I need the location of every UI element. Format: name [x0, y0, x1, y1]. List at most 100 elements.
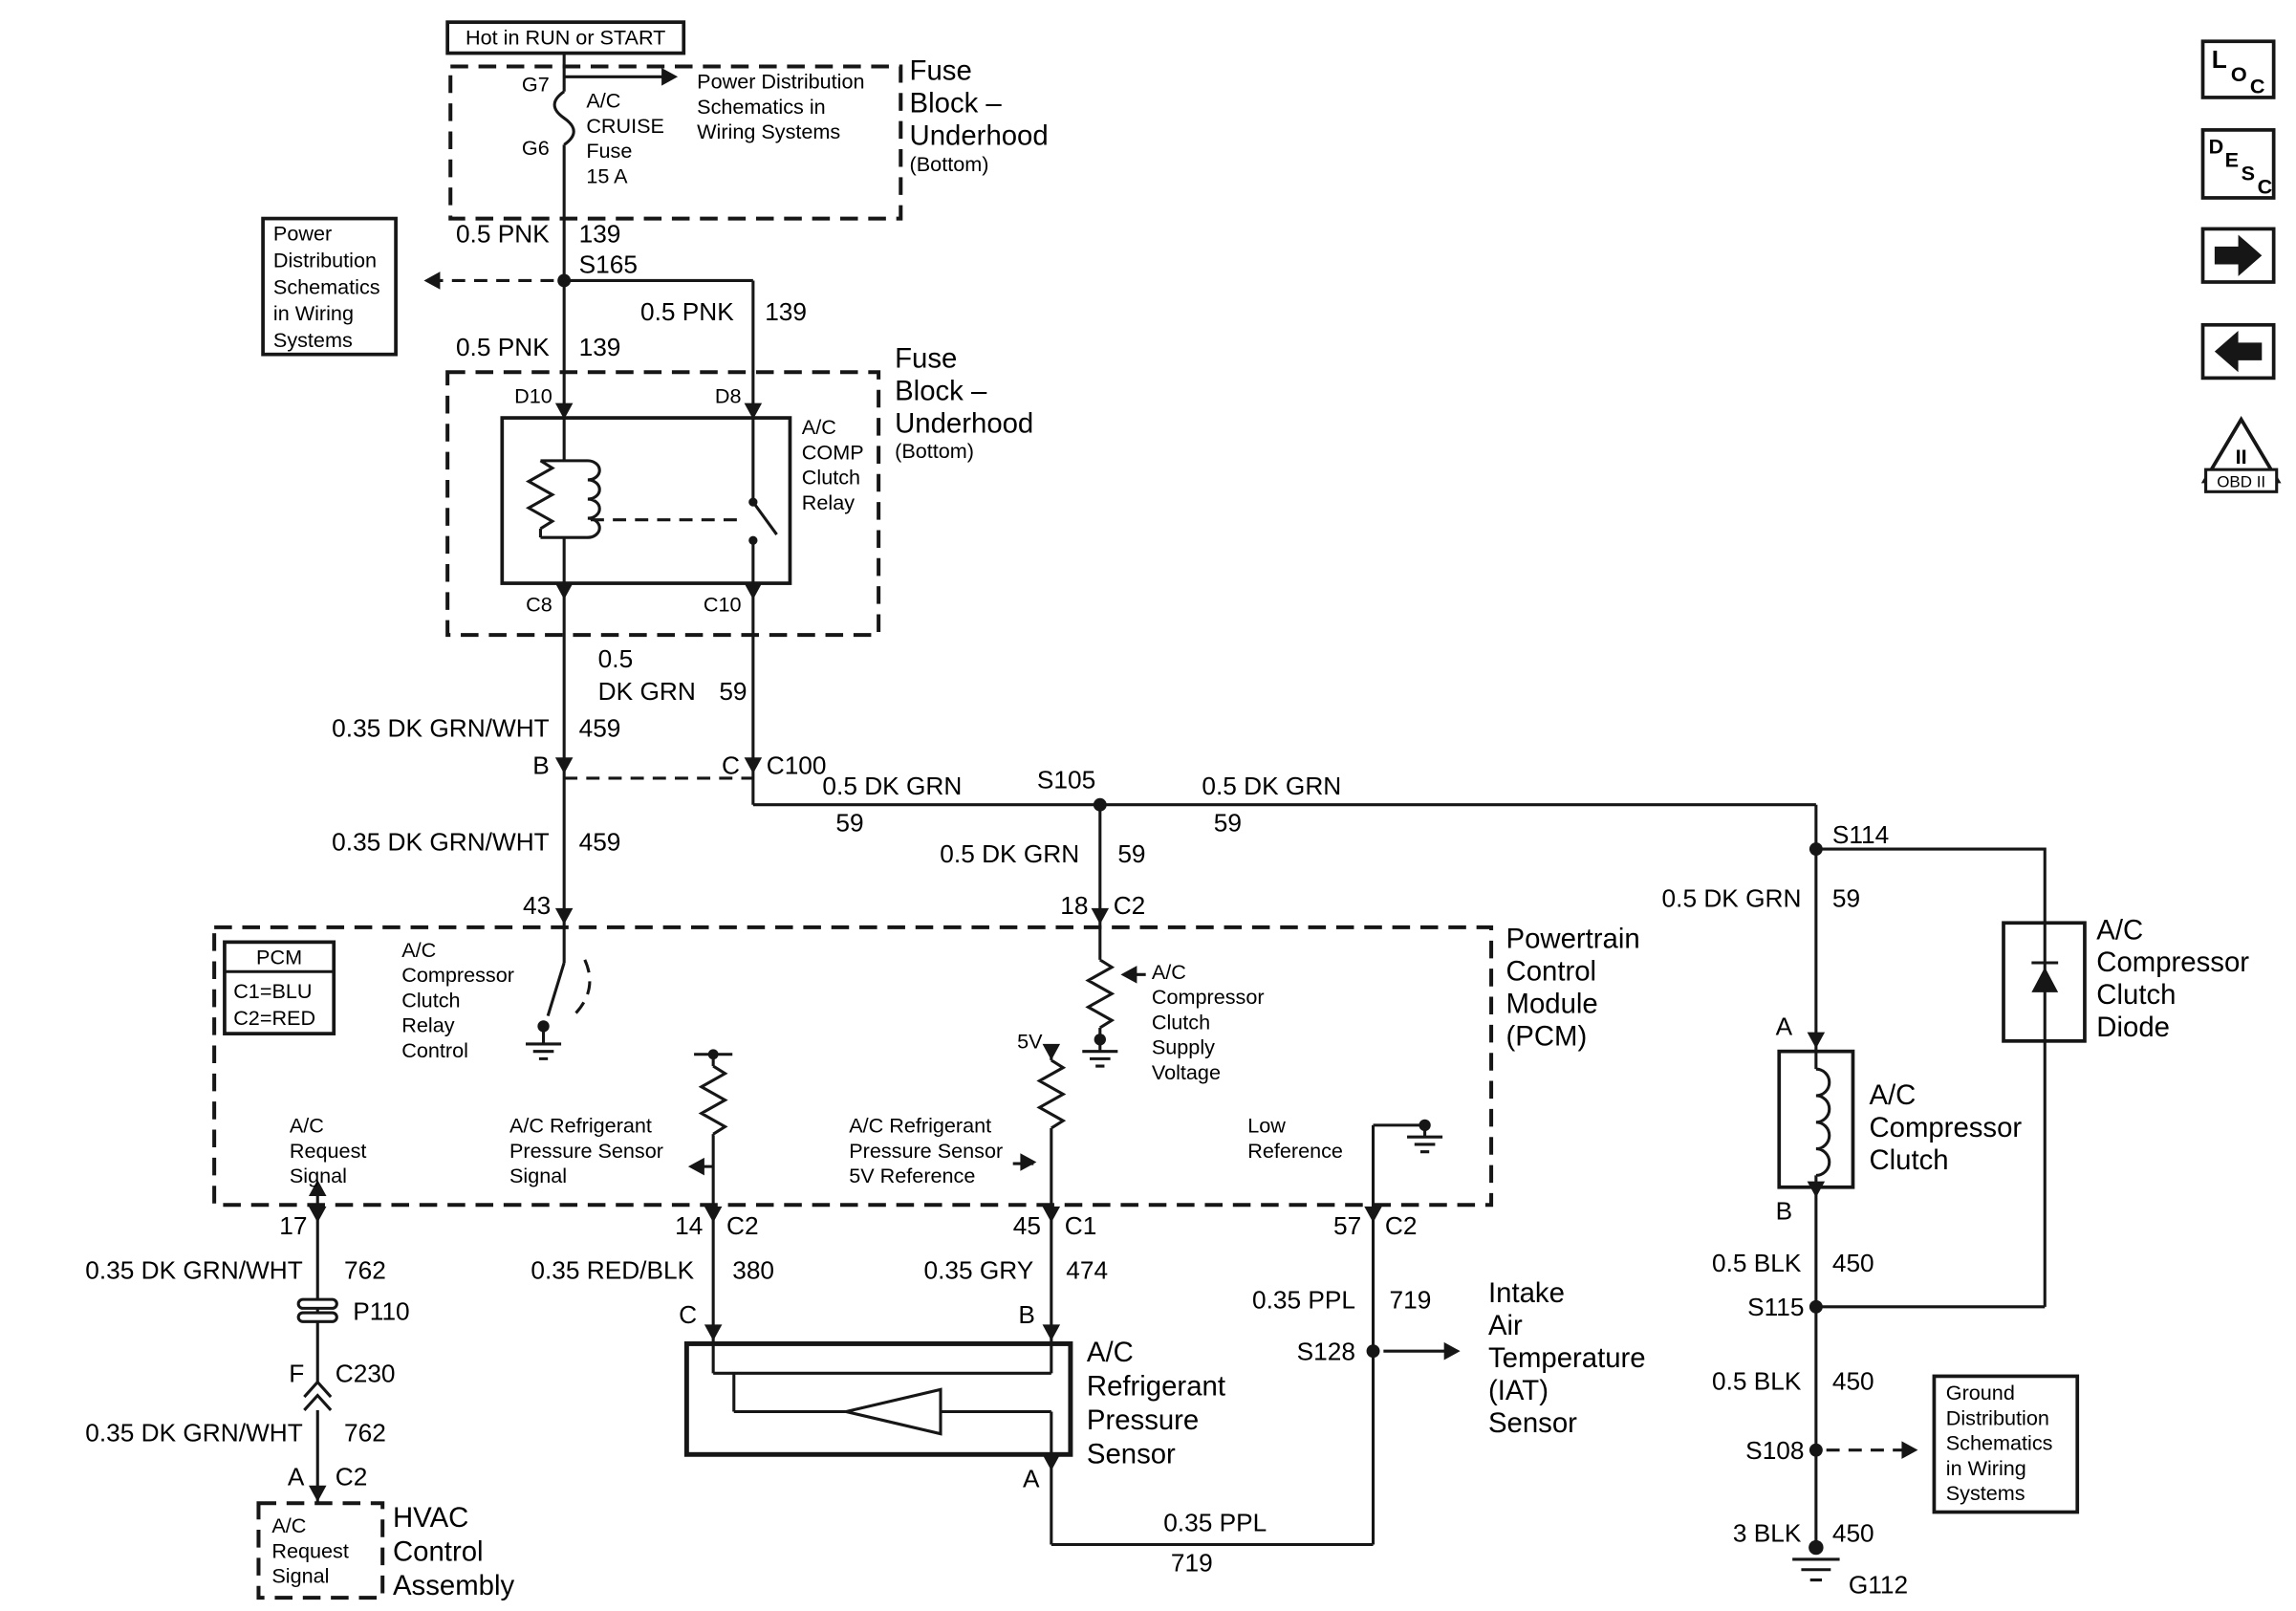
wire-grn-114-ckt: 59	[1832, 883, 1860, 912]
fuse-block-top-name-3: Underhood	[910, 120, 1049, 151]
pcm-name-2: Control	[1506, 956, 1597, 988]
pcm-pin-17: 17	[279, 1211, 307, 1240]
wire-grnwht-b-color: 0.35 DK GRN/WHT	[332, 828, 550, 857]
wires-solid	[315, 53, 2059, 1582]
wire-pnk-c-color: 0.5 PNK	[456, 333, 550, 361]
pcm-sig-2: Pressure Sensor	[509, 1139, 663, 1163]
wire-ppl-a-color: 0.35 PPL	[1252, 1285, 1355, 1314]
pcm-relay-ctrl-5: Control	[401, 1038, 468, 1062]
pcm-supply-1: A/C	[1152, 960, 1186, 984]
ground-distribution-ref-box	[1932, 1374, 2080, 1514]
hvac-pin-a: A	[288, 1463, 305, 1491]
next-page-button[interactable]	[2200, 227, 2276, 284]
pcm-tag-box	[223, 940, 336, 1035]
connector-c100: C100	[767, 751, 827, 779]
pcm-pin-45: 45	[1013, 1211, 1041, 1240]
fuse-block-top-name-2: Block –	[910, 87, 1003, 119]
clutch-name-1: A/C	[1869, 1079, 1916, 1111]
wire-grn-h1-ckt: 59	[835, 809, 863, 838]
pcm-sig-3: Signal	[509, 1164, 567, 1187]
pcm-relay-ctrl-4: Relay	[401, 1013, 454, 1037]
hvac-name-2: Control	[393, 1535, 484, 1567]
desc-letter-d: D	[2209, 135, 2224, 159]
wire-grn-h1-color: 0.5 DK GRN	[822, 772, 962, 800]
wire-grn-c10-g2: DK GRN	[598, 677, 696, 706]
wire-blk-c-ckt: 450	[1832, 1518, 1874, 1547]
pcm-pin-18-conn: C2	[1114, 891, 1146, 920]
pcm-tag-c1: C1=BLU	[233, 979, 312, 1003]
left-arrow-icon	[2214, 330, 2263, 373]
splice-s105: S105	[1037, 766, 1095, 795]
terminal-d10: D10	[514, 384, 552, 408]
pd-box-4: in Wiring	[273, 301, 354, 325]
iat-name-2: Air	[1488, 1310, 1523, 1341]
wire-pnk-a-ckt: 139	[579, 219, 621, 248]
iat-name-3: Temperature	[1488, 1342, 1646, 1374]
right-arrow-icon	[2214, 234, 2263, 276]
obd-ii-icon[interactable]: II OBD II	[2200, 416, 2282, 493]
hvac-request-box	[256, 1501, 385, 1600]
wire-pnk-b-color: 0.5 PNK	[640, 297, 734, 326]
pcm-pin-14: 14	[675, 1211, 703, 1240]
fuse-name-3: Fuse	[586, 139, 632, 163]
pd-box-3: Schematics	[273, 274, 380, 298]
wire-grn-c10-ckt: 59	[719, 677, 747, 706]
loc-letter-c: C	[2250, 74, 2265, 98]
desc-icon[interactable]	[2200, 128, 2276, 200]
sensor-name-3: Pressure	[1087, 1404, 1199, 1436]
iat-name-5: Sensor	[1488, 1407, 1577, 1439]
relay-name-1: A/C	[802, 415, 836, 439]
diode-name-3: Clutch	[2096, 979, 2176, 1011]
fuse-block-bottom-name-3: Underhood	[895, 408, 1033, 440]
labels: Hot in RUN or START G7 G6 A/C CRUISE Fus…	[85, 25, 2249, 1601]
pd-box-5: Systems	[273, 328, 353, 352]
power-distribution-ref-box	[261, 216, 398, 357]
pcm-ref5-1: A/C Refrigerant	[849, 1114, 991, 1138]
inline-connector-c230	[303, 1380, 333, 1411]
junction-dots	[537, 273, 1824, 1556]
relay-name-2: COMP	[802, 440, 864, 464]
connector-p110: P110	[353, 1297, 409, 1326]
hvac-conn-c2: C2	[336, 1463, 368, 1491]
pcm-ref5-3: 5V Reference	[849, 1164, 975, 1187]
connector-c100-c: C	[722, 751, 740, 779]
loc-letter-o: O	[2231, 62, 2247, 86]
sensor-pin-a: A	[1023, 1464, 1040, 1492]
fuse-block-bottom-name-1: Fuse	[895, 343, 957, 375]
connector-c230: C230	[336, 1360, 396, 1388]
wire-grnwht-b-ckt: 459	[579, 828, 621, 857]
wire-blk-a-ckt: 450	[1832, 1249, 1874, 1277]
wire-grnwht-a-ckt: 459	[579, 714, 621, 743]
wire-pnk-c-ckt: 139	[579, 333, 621, 361]
pcm-relay-ctrl-3: Clutch	[401, 988, 460, 1012]
splice-s114: S114	[1832, 820, 1889, 849]
terminal-c10: C10	[704, 592, 742, 616]
wire-ppl-b-ckt: 719	[1171, 1548, 1213, 1577]
pcm-lowref-2: Reference	[1247, 1139, 1343, 1163]
hvac-name-1: HVAC	[393, 1502, 468, 1534]
gnd-box-2: Distribution	[1946, 1405, 2049, 1429]
gnd-box-4: in Wiring	[1946, 1456, 2026, 1480]
wire-blk-b-color: 0.5 BLK	[1712, 1366, 1802, 1395]
pcm-supply-3: Clutch	[1152, 1010, 1210, 1034]
relay-box	[500, 416, 792, 585]
fuse-block-bottom-sub: (Bottom)	[895, 439, 974, 463]
wire-grn-c10-g1: 0.5	[598, 644, 634, 673]
desc-letter-c: C	[2258, 174, 2273, 198]
hvac-req-2: Request	[271, 1538, 349, 1562]
wire-grn-114-color: 0.5 DK GRN	[1662, 883, 1802, 912]
wire-pnk-a-color: 0.5 PNK	[456, 219, 550, 248]
sensor-pin-c: C	[679, 1300, 697, 1329]
wire-grnwht-c-color: 0.35 DK GRN/WHT	[85, 1255, 303, 1284]
pcm-pin-18: 18	[1060, 891, 1088, 920]
prev-page-button[interactable]	[2200, 322, 2276, 381]
sensor-name-1: A/C	[1087, 1337, 1134, 1368]
obd-label: OBD II	[2217, 473, 2265, 491]
loc-icon[interactable]	[2200, 39, 2276, 99]
pcm-pin-14-conn: C2	[726, 1211, 759, 1240]
wire-blk-b-ckt: 450	[1832, 1366, 1874, 1395]
fuse-block-bottom-name-2: Block –	[895, 376, 987, 407]
pcm-pin-57-conn: C2	[1385, 1211, 1418, 1240]
pd-ref-inline-2: Schematics in	[697, 95, 826, 119]
